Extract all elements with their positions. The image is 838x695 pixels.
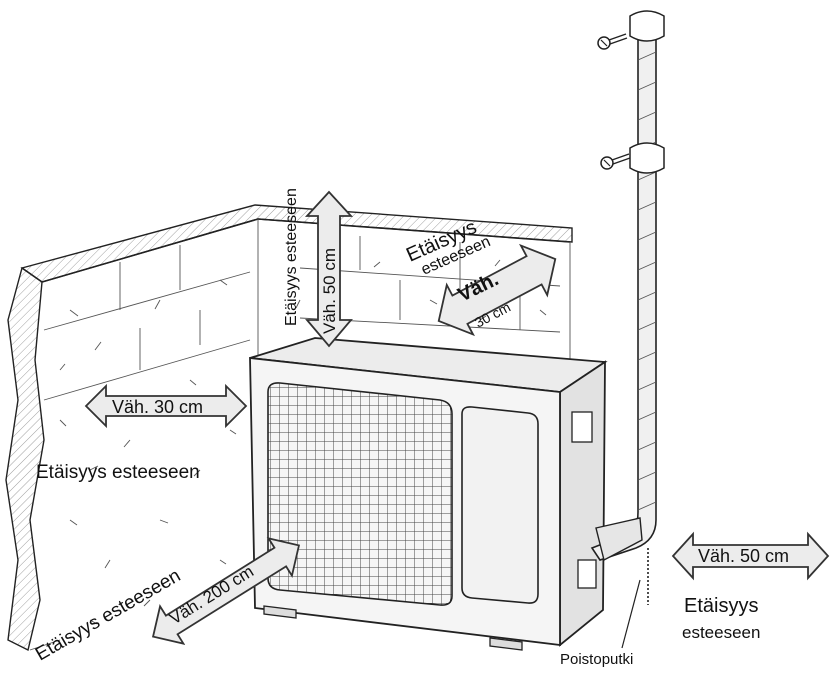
top-vertical-distance-label: Etäisyys esteeseen xyxy=(283,188,300,326)
drain-pipe-label: Poistoputki xyxy=(560,651,633,668)
right-min-label: Väh. 50 cm xyxy=(698,546,789,566)
refrigerant-pipe xyxy=(590,10,665,649)
service-valve xyxy=(571,411,593,443)
double-arrow-icon xyxy=(437,243,557,337)
pipe-clamp-icon xyxy=(629,142,665,174)
screw-icon xyxy=(597,33,628,50)
double-arrow-icon xyxy=(304,190,354,348)
pipe-clamp-icon xyxy=(629,10,665,42)
outdoor-unit xyxy=(249,337,608,651)
top-vertical-min-label: Väh. 50 cm xyxy=(320,248,339,334)
wall xyxy=(5,204,573,652)
drain-pipe-leader xyxy=(621,579,641,649)
unit-foot-right xyxy=(489,637,523,651)
unit-foot-left xyxy=(263,605,297,619)
screw-icon xyxy=(600,153,631,170)
fan-grill xyxy=(267,382,453,606)
double-arrow-icon xyxy=(671,531,830,581)
double-arrow-icon xyxy=(151,537,301,645)
double-arrow-icon xyxy=(84,383,248,429)
right-distance-sublabel: esteeseen xyxy=(682,623,760,642)
right-distance-label: Etäisyys xyxy=(684,595,758,617)
left-min-label: Väh. 30 cm xyxy=(112,397,203,417)
left-distance-label: Etäisyys esteeseen xyxy=(36,462,200,483)
service-panel xyxy=(461,406,539,604)
front-min-label: Väh. 200 cm xyxy=(166,562,257,629)
service-valve-lower xyxy=(577,559,597,589)
